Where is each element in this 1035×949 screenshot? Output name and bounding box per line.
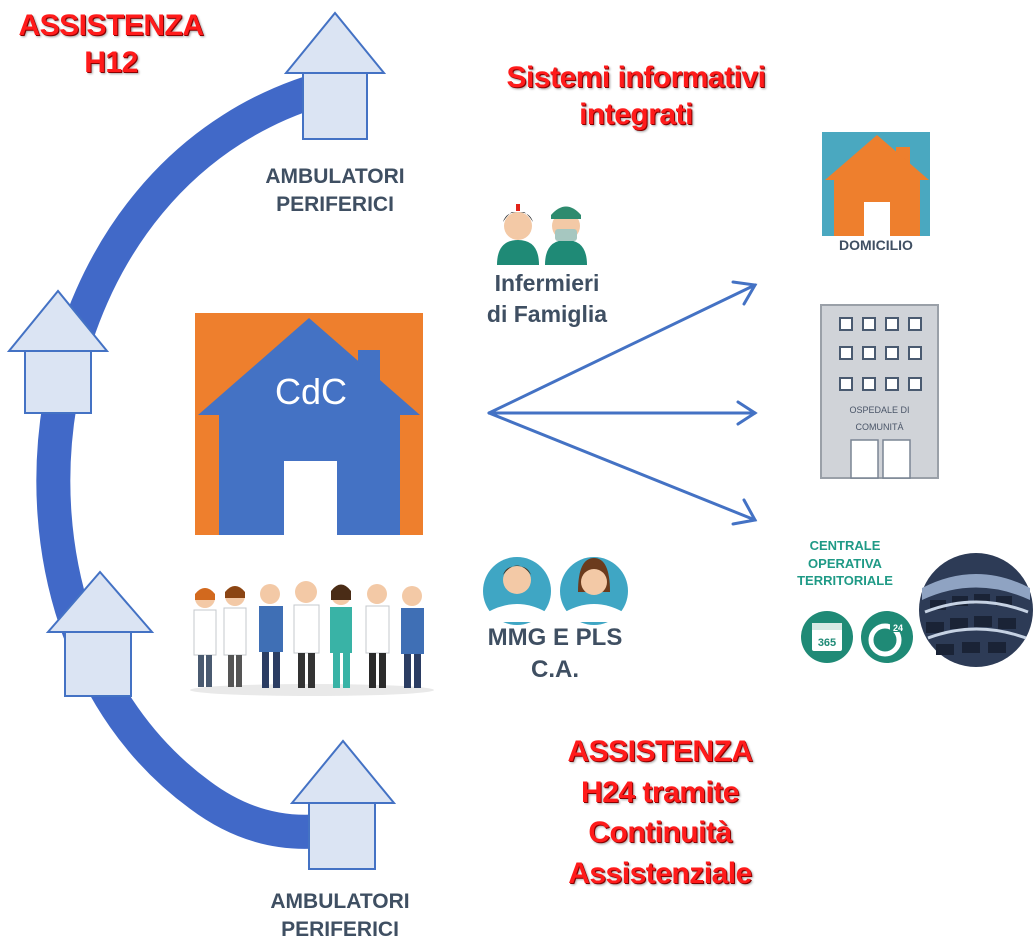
- staff-person-5: [330, 584, 352, 688]
- sistemi-line2: integrati: [579, 97, 693, 131]
- ambulatori-bottom-line1: AMBULATORI: [270, 890, 410, 913]
- nurses-icon: [497, 204, 587, 265]
- ambulatori-bottom-label: AMBULATORI PERIFERICI: [245, 888, 435, 945]
- staff-person-4: [293, 581, 320, 688]
- cot-line1: CENTRALE: [809, 538, 881, 553]
- house-left-upper-icon: [6, 289, 110, 414]
- cot-line3: TERRITORIALE: [797, 573, 893, 589]
- cdc-label: CdC: [275, 371, 347, 412]
- clock-24-icon: 24: [861, 611, 913, 663]
- infermieri-line2: di Famiglia: [486, 301, 608, 328]
- mmg-line2: C.A.: [531, 656, 579, 684]
- domicilio-icon: [822, 132, 930, 236]
- house-left-lower-icon: [45, 570, 155, 697]
- assistenza-h24-title: ASSISTENZA H24 tramite Continuità Assist…: [525, 732, 795, 894]
- h24-line2: H24 tramite: [581, 775, 739, 809]
- ospedale-line2: COMUNITÀ: [855, 422, 904, 433]
- domicilio-label: DOMICILIO: [812, 236, 940, 255]
- cdc-building-icon: [195, 313, 423, 535]
- domicilio-text: DOMICILIO: [839, 237, 913, 253]
- ambulatori-top-label: AMBULATORI PERIFERICI: [240, 163, 430, 220]
- ospedale-building-icon: [820, 304, 939, 479]
- mmg-label: MMG E PLS C.A.: [470, 622, 640, 687]
- ospedale-label: OSPEDALE DI COMUNITÀ: [821, 402, 938, 436]
- ambulatori-bottom-line2: PERIFERICI: [281, 918, 399, 942]
- calendar-365-icon: 365: [801, 611, 853, 663]
- arrows: [487, 280, 758, 526]
- h24-line1: ASSISTENZA: [567, 735, 753, 768]
- assistenza-h12-title: ASSISTENZA H12: [0, 8, 222, 81]
- control-room-photo-icon: [919, 553, 1033, 667]
- staff-person-2: [223, 586, 247, 687]
- assistenza-h12-line2: H12: [84, 45, 138, 79]
- sistemi-informativi-title: Sistemi informativi integrati: [470, 60, 802, 133]
- assistenza-h12-line1: ASSISTENZA: [18, 9, 204, 42]
- clock-number: 24: [893, 623, 903, 633]
- ambulatori-top-line2: PERIFERICI: [276, 193, 394, 217]
- sistemi-line1: Sistemi informativi: [506, 61, 766, 94]
- infermieri-label: Infermieri di Famiglia: [462, 268, 632, 330]
- staff-person-6: [365, 584, 390, 688]
- house-bottom-icon: [289, 739, 397, 870]
- staff-person-3: [259, 584, 283, 688]
- house-top-icon: [283, 11, 387, 140]
- staff-person-7: [401, 586, 424, 688]
- h24-line3: Continuità: [588, 816, 732, 849]
- cot-label: CENTRALE OPERATIVA TERRITORIALE: [770, 537, 920, 590]
- staff-person-1: [193, 588, 217, 687]
- calendar-number: 365: [818, 637, 836, 649]
- infermieri-line1: Infermieri: [494, 270, 600, 296]
- mmg-line1: MMG E PLS: [487, 624, 623, 651]
- ospedale-line1: OSPEDALE DI: [849, 405, 910, 415]
- staff-group-icon: [190, 581, 434, 696]
- ambulatori-top-line1: AMBULATORI: [265, 165, 405, 188]
- doctors-icon: [483, 557, 628, 625]
- cot-line2: OPERATIVA: [808, 555, 882, 571]
- h24-line4: Assistenziale: [568, 856, 752, 890]
- connection-arc: [36, 67, 344, 849]
